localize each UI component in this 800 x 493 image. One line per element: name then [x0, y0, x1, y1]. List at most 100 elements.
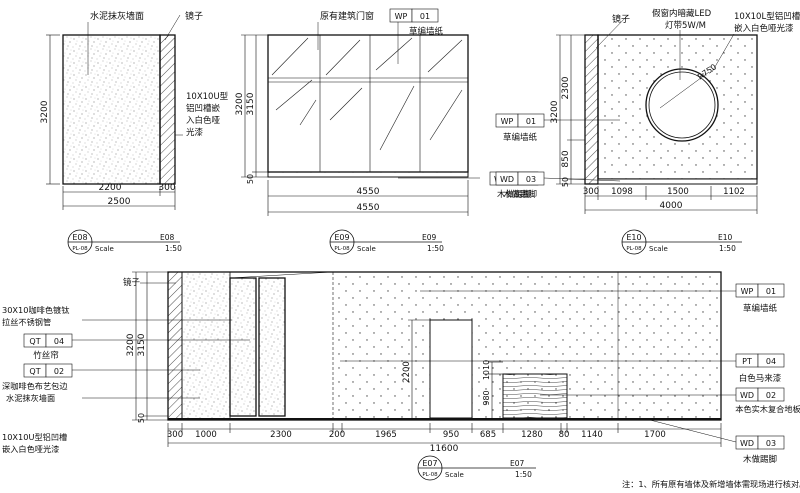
e07-label-cloth-1: 深咖啡色布艺包边 [2, 381, 68, 391]
e10-label-mirror: 镜子 [612, 13, 630, 25]
e08-label-channel-1: 10X10U型 [186, 92, 229, 102]
e10-label-channel-2: 嵌入白色哑光漆 [734, 23, 794, 34]
e09-marker-name: E09 [422, 233, 437, 242]
elevation-e09: 原有建筑门窗 WP 01 草编墙纸 WD 03 木做踢脚 3200 3150 5… [235, 8, 539, 255]
e10-label-light-1: 假窗内暗藏LED [652, 8, 712, 19]
e10-mirror [584, 34, 599, 185]
e07-tag-pt-code: PT [742, 357, 752, 366]
e07-bamboo-curtain-1 [229, 277, 257, 417]
e07-dim-w-5: 950 [443, 430, 459, 440]
e10-tag-wp-code: WP [501, 117, 514, 126]
e07-label-channel-1: 10X10U型铝凹槽 [2, 432, 67, 442]
e07-marker-sheet: PL-08 [422, 472, 438, 478]
e09-tag-wp-num: 01 [420, 12, 430, 21]
e07-bamboo-curtain-2 [258, 277, 286, 417]
e10-marker-scale: 1:50 [719, 244, 736, 253]
e10-dim-height-lower: 850 [561, 150, 571, 167]
e08-label-channel-3: 入白色哑 [186, 115, 221, 126]
e09-tag-wp: WP 01 [389, 8, 439, 23]
e10-dim-w4: 1102 [723, 187, 745, 197]
e07-dim-total-width: 11600 [430, 444, 459, 454]
e08-label-channel-2: 铝凹槽嵌 [186, 103, 221, 114]
e09-dim-height-skirt: 50 [246, 174, 255, 184]
e09-marker-code: E09 [334, 233, 349, 242]
e07-tag-wd2-num: 03 [766, 439, 776, 448]
e07-dim-w-2: 2300 [270, 430, 292, 440]
e07-dim-w-10: 1700 [644, 430, 666, 440]
e10-dim-w2: 1098 [611, 187, 633, 197]
e07-tag-qt1-num: 04 [54, 337, 64, 346]
e10-tag-wd-code: WD [500, 175, 514, 184]
e07-dim-panel-lower: 980 [482, 390, 491, 405]
e07-dim-height-upper: 3150 [137, 333, 147, 356]
e07-dim-w-9: 1140 [581, 430, 603, 440]
e07-wood-panel [502, 373, 568, 419]
e08-label-wall: 水泥抹灰墙面 [90, 10, 144, 22]
e08-marker-code: E08 [72, 233, 87, 242]
e08-marker-scale-label: Scale [95, 245, 114, 253]
e07-tag-wd2-code: WD [740, 439, 754, 448]
e07-dim-w-0: 300 [167, 430, 183, 440]
e09-dim-height-total: 3200 [235, 92, 245, 115]
e10-elevation-marker: E10 PL-08 E10 Scale 1:50 [621, 229, 742, 255]
e07-marker-code: E07 [422, 459, 437, 468]
e10-tag-wd-num: 03 [526, 175, 536, 184]
e07-tag-wp: WP 01 [735, 283, 785, 298]
e08-dim-height: 3200 [40, 100, 50, 123]
e10-dim-height-total: 3200 [550, 100, 560, 123]
e07-marker-scale: 1:50 [515, 470, 532, 479]
elevation-e07: 镜子 30X10咖啡色镀钛 拉丝不锈钢管 QT 04 竹丝帘 QT 02 深咖啡… [2, 271, 800, 481]
e07-dim-panel-height: 1010 [482, 360, 491, 380]
e10-marker-name: E10 [718, 233, 733, 242]
e09-label-wallpaper: 草编墙纸 [409, 26, 444, 37]
e08-label-mirror: 镜子 [185, 10, 203, 22]
e10-dim-w1: 300 [583, 187, 599, 197]
e07-label-cloth-2: 水泥抹灰墙面 [6, 393, 55, 403]
elevation-e08: 水泥抹灰墙面 镜子 10X10U型 铝凹槽嵌 入白色哑 光漆 3200 2200… [40, 10, 229, 255]
e08-dim-wall-width: 2200 [99, 183, 122, 193]
e07-label-tube-1: 30X10咖啡色镀钛 [2, 305, 69, 315]
e07-label-channel-2: 嵌入白色哑光漆 [2, 444, 59, 454]
e10-label-wallpaper: 草编墙纸 [503, 132, 538, 143]
e07-marker-name: E07 [510, 459, 525, 468]
e10-tag-wd: WD 03 [495, 171, 545, 186]
e07-tag-qt-04: QT 04 [23, 333, 73, 348]
e09-dim-inner-width: 4550 [357, 187, 380, 197]
e10-dim-height-skirt: 50 [561, 177, 570, 187]
e07-tag-qt2-num: 02 [54, 367, 64, 376]
e07-elevation-marker: E07 PL-08 E07 Scale 1:50 [417, 455, 536, 481]
e07-dim-height-total: 3200 [126, 333, 136, 356]
e07-dim-w-8: 80 [559, 430, 570, 440]
e10-marker-sheet: PL-08 [626, 246, 642, 252]
e08-marker-name: E08 [160, 233, 175, 242]
e07-dim-w-6: 685 [480, 430, 496, 440]
e10-round-false-window [645, 68, 719, 142]
e07-tag-wd-02: WD 02 [735, 387, 785, 402]
e07-cement-wall [181, 271, 231, 421]
e07-label-wood-floor: 本色实木复合地板 [735, 404, 800, 414]
e07-marker-scale-label: Scale [445, 471, 464, 479]
e07-label-skirting: 木做踢脚 [743, 454, 777, 465]
e07-tag-wp-code: WP [741, 287, 754, 296]
e09-dim-total-width: 4550 [357, 203, 380, 213]
e07-label-paint: 白色马来漆 [739, 373, 782, 384]
e07-label-mirror: 镜子 [123, 277, 141, 288]
e09-marker-scale: 1:50 [427, 244, 444, 253]
e07-tag-qt1-code: QT [29, 337, 40, 346]
e09-label-skirting: 木做踢脚 [497, 189, 531, 200]
e09-dim-height-upper: 3150 [246, 92, 256, 115]
e10-tag-wp: WP 01 [495, 113, 545, 128]
e07-dim-door-height: 2200 [402, 361, 412, 383]
e07-label-wallpaper: 草编墙纸 [743, 303, 778, 314]
e10-dim-total-width: 4000 [660, 201, 683, 211]
e10-dim-w3: 1500 [667, 187, 689, 197]
e10-dim-height-upper: 2300 [561, 76, 571, 99]
e10-label-skirting: 木做踢脚 [503, 189, 537, 200]
e07-tag-wd1-code: WD [740, 391, 754, 400]
e07-dim-height-skirt: 50 [137, 413, 146, 423]
e08-dim-total-width: 2500 [108, 197, 131, 207]
e07-label-tube-2: 拉丝不锈钢管 [2, 317, 51, 327]
e07-dim-w-4: 1965 [375, 430, 397, 440]
e09-marker-sheet: PL-08 [334, 246, 350, 252]
